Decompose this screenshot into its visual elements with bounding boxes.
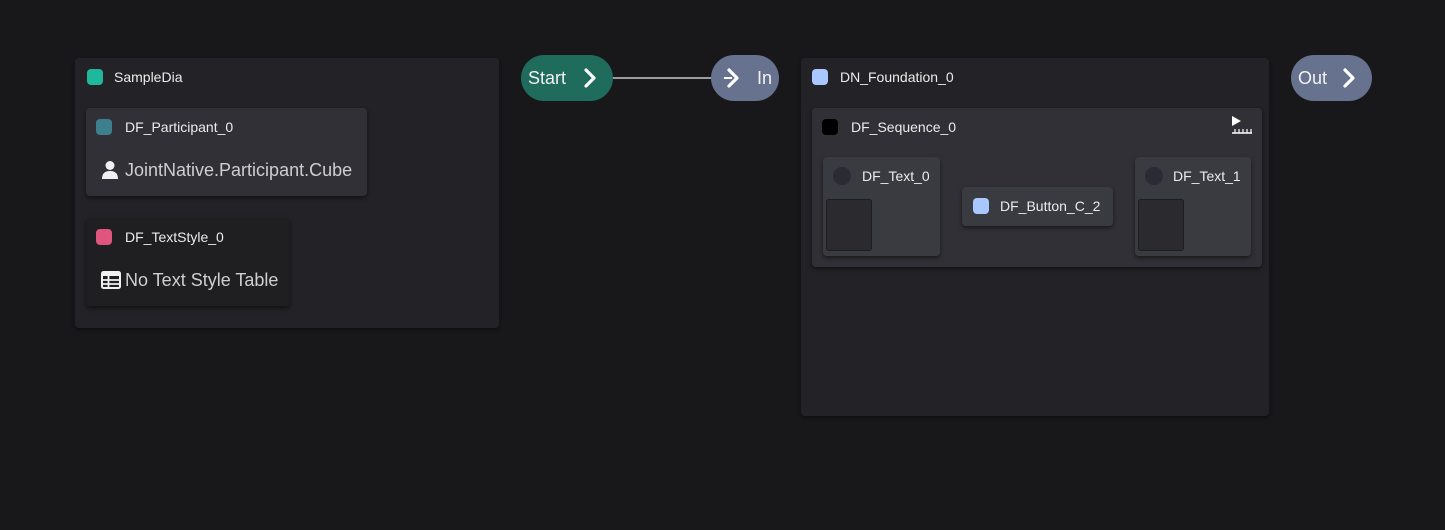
sequence-node[interactable]: DF_Sequence_0 DF_Text_0 DF_Button_C_2 DF… (812, 108, 1262, 267)
out-pin-label: Out (1298, 68, 1328, 88)
in-pin[interactable]: In (711, 55, 779, 101)
text-1-title: DF_Text_1 (1173, 168, 1241, 184)
participant-title: DF_Participant_0 (125, 119, 234, 135)
text-0-title: DF_Text_0 (862, 168, 930, 184)
button-c-2-color-swatch (973, 198, 989, 214)
text-style-title: DF_TextStyle_0 (125, 229, 224, 245)
button-c-2-node[interactable]: DF_Button_C_2 (962, 187, 1113, 226)
participant-node[interactable]: DF_Participant_0 JointNative.Participant… (86, 108, 367, 196)
sequence-title: DF_Sequence_0 (851, 119, 957, 135)
start-pin[interactable]: Start (521, 55, 613, 101)
chevron-right-icon (583, 68, 597, 93)
connection-wire (592, 77, 728, 79)
play-timeline-icon[interactable] (1230, 115, 1254, 142)
text-1-content-slot[interactable] (1138, 199, 1184, 251)
text-style-value[interactable]: No Text Style Table (125, 270, 279, 290)
foundation-node[interactable]: DN_Foundation_0 DF_Sequence_0 DF_Text_0 … (801, 58, 1269, 416)
person-icon (101, 160, 119, 180)
start-pin-label: Start (528, 68, 567, 88)
out-pin[interactable]: Out (1291, 55, 1372, 101)
text-style-node[interactable]: DF_TextStyle_0 No Text Style Table (86, 218, 290, 306)
sample-dia-node[interactable]: SampleDia DF_Participant_0 JointNative.P… (75, 58, 499, 328)
in-pin-label: In (757, 68, 773, 88)
sample-dia-title: SampleDia (114, 69, 183, 85)
sample-dia-color-swatch (87, 69, 103, 85)
text-0-node[interactable]: DF_Text_0 (823, 157, 940, 256)
foundation-color-swatch (812, 69, 828, 85)
text-style-color-swatch (96, 229, 112, 245)
text-0-content-slot[interactable] (826, 199, 872, 251)
chevron-right-icon (1342, 68, 1356, 93)
sequence-color-swatch (822, 119, 838, 135)
table-icon (101, 271, 121, 289)
chevron-right-icon (722, 68, 742, 93)
participant-color-swatch (96, 119, 112, 135)
text-1-node[interactable]: DF_Text_1 (1135, 157, 1251, 256)
text-1-color-swatch (1145, 167, 1163, 185)
button-c-2-title: DF_Button_C_2 (1000, 198, 1101, 214)
foundation-title: DN_Foundation_0 (840, 69, 954, 85)
participant-value[interactable]: JointNative.Participant.Cube (125, 160, 353, 180)
text-0-color-swatch (833, 167, 851, 185)
